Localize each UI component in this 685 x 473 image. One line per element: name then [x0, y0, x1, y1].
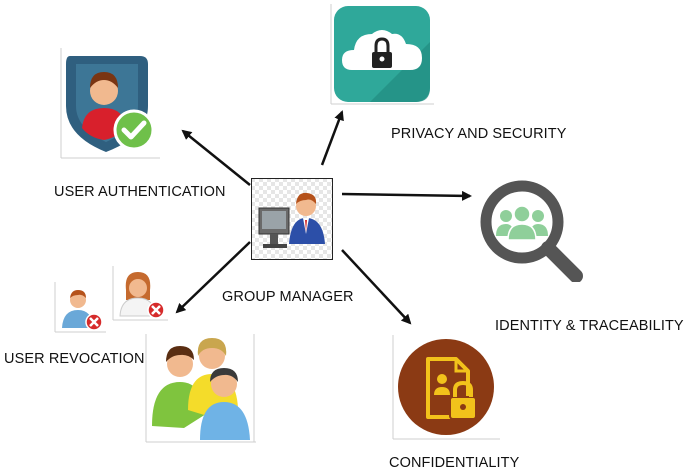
user-revocation-node [144, 334, 256, 444]
identity-traceability-label: IDENTITY & TRACEABILITY [495, 318, 684, 334]
arrow-to-confidentiality [341, 249, 412, 325]
arrow-to-user-authentication [181, 129, 251, 186]
document-lock-icon [392, 335, 500, 440]
confidentiality-node [392, 335, 500, 441]
identity-traceability-node [476, 178, 588, 282]
arrow-to-privacy-security [320, 110, 344, 166]
confidentiality-label: CONFIDENTIALITY [389, 455, 520, 471]
arrow-to-identity-traceability [341, 190, 472, 201]
computer-user-icon [251, 178, 333, 260]
arrow-to-user-revocation [175, 241, 251, 314]
shield-user-check-icon [60, 48, 160, 159]
user-revocation-removed-user-2 [112, 266, 168, 322]
cloud-lock-icon [330, 4, 434, 105]
user-authentication-label: USER AUTHENTICATION [54, 184, 226, 200]
user-revocation-label: USER REVOCATION [4, 351, 145, 367]
user-remove-icon [54, 282, 106, 333]
magnifier-group-icon [480, 180, 583, 282]
user-revocation-removed-user-1 [54, 282, 106, 334]
privacy-security-label: PRIVACY AND SECURITY [391, 126, 567, 142]
user-remove-icon [112, 266, 168, 321]
user-authentication-node [60, 48, 160, 160]
privacy-security-node [330, 4, 434, 106]
group-manager-node [251, 178, 333, 260]
group-manager-label: GROUP MANAGER [222, 289, 354, 305]
user-group-icon [145, 334, 256, 443]
